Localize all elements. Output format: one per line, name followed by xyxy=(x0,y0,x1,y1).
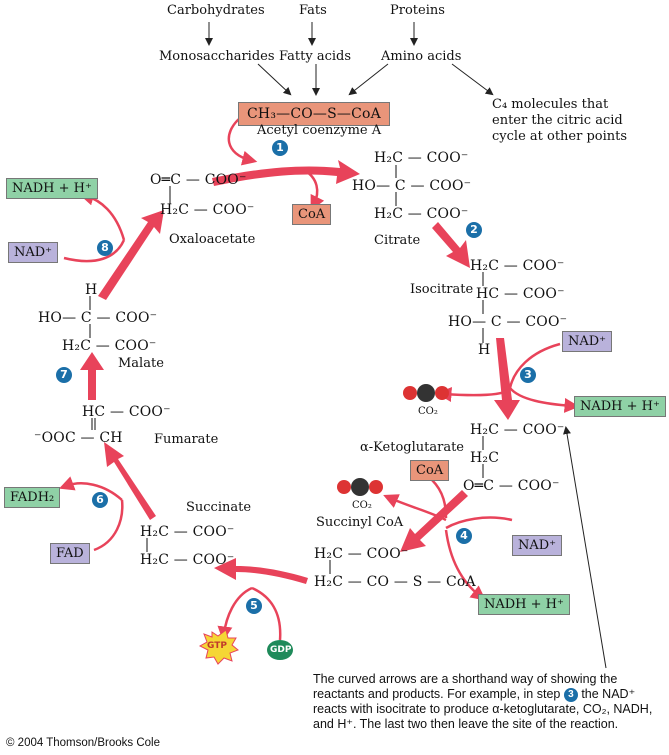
fumarate-name: Fumarate xyxy=(154,432,219,447)
step-3-badge: 3 xyxy=(520,367,536,383)
isocitrate-name: Isocitrate xyxy=(410,282,474,297)
step-5-badge: 5 xyxy=(246,598,262,614)
succinate-line: H₂C — COO⁻ xyxy=(140,552,235,568)
c4-note-line: cycle at other points xyxy=(492,129,628,144)
nadh-box-step3: NADH + H⁺ xyxy=(574,396,666,417)
co2-label-step3: CO₂ xyxy=(418,406,438,417)
nadh-box-step8: NADH + H⁺ xyxy=(6,178,98,199)
gdp-shape-icon xyxy=(267,640,293,660)
footnote-text: the NAD⁺ reacts with isocitrate to produ… xyxy=(313,687,653,731)
alpha-ketoglutarate-line: O═C — COO⁻ xyxy=(463,478,560,494)
carbohydrates-label: Carbohydrates xyxy=(167,3,265,18)
footnote-text: The curved arrows are a shorthand way of… xyxy=(313,672,618,701)
alpha-ketoglutarate-line: H₂C — COO⁻ xyxy=(470,422,565,438)
amino-acids-label: Amino acids xyxy=(381,49,462,64)
gtp-label: GTP xyxy=(207,641,227,651)
c4-note: C₄ molecules that enter the citric acid … xyxy=(492,97,627,145)
isocitrate-line: HC — COO⁻ xyxy=(476,286,565,302)
nad-box-step8: NAD⁺ xyxy=(8,242,59,263)
proteins-label: Proteins xyxy=(390,3,445,18)
oxaloacetate-name: Oxaloacetate xyxy=(169,232,256,247)
alpha-ketoglutarate-line: H₂C xyxy=(470,450,500,466)
acetyl-coa-name: Acetyl coenzyme A xyxy=(257,123,382,138)
monosaccharides-label: Monosaccharides xyxy=(159,49,275,64)
citrate-line: HO— C — COO⁻ xyxy=(352,178,472,194)
cycle-arrows xyxy=(80,160,520,584)
step-6-badge: 6 xyxy=(92,492,108,508)
succinate-line: H₂C — COO⁻ xyxy=(140,524,235,540)
nadh-box-step4: NADH + H⁺ xyxy=(478,594,570,615)
gdp-label: GDP xyxy=(270,645,292,655)
coa-box-product: CoA xyxy=(292,204,332,225)
citrate-name: Citrate xyxy=(374,233,421,248)
co2-label-step4: CO₂ xyxy=(352,500,372,511)
succinyl-coa-line: H₂C — COO⁻ xyxy=(314,546,409,562)
succinyl-coa-line: H₂C — CO — S — CoA xyxy=(314,574,476,590)
step-8-badge: 8 xyxy=(97,240,113,256)
malate-line: H₂C — COO⁻ xyxy=(62,338,157,354)
c4-note-line: C₄ molecules that xyxy=(492,97,609,112)
footnote-step-badge: 3 xyxy=(563,687,578,702)
citrate-line: H₂C — COO⁻ xyxy=(374,150,469,166)
step-4-badge: 4 xyxy=(456,528,472,544)
succinyl-coa-name: Succinyl CoA xyxy=(316,515,404,530)
nad-box-step3: NAD⁺ xyxy=(562,331,613,352)
gtp-burst-icon xyxy=(198,629,239,665)
alpha-ketoglutarate-name: α-Ketoglutarate xyxy=(360,440,464,455)
citrate-line: H₂C — COO⁻ xyxy=(374,206,469,222)
co2-molecule-1 xyxy=(403,384,449,402)
fats-label: Fats xyxy=(299,3,327,18)
malate-line: H xyxy=(85,282,98,298)
step-2-badge: 2 xyxy=(466,222,482,238)
fadh2-box: FADH₂ xyxy=(4,487,61,508)
step-7-badge: 7 xyxy=(56,367,72,383)
succinate-name: Succinate xyxy=(186,500,252,515)
copyright: © 2004 Thomson/Brooks Cole xyxy=(6,737,161,749)
malate-line: HO— C — COO⁻ xyxy=(38,310,158,326)
malate-name: Malate xyxy=(118,356,164,371)
acetyl-coa-formula: CH₃—CO—S—CoA xyxy=(238,102,390,126)
fumarate-line: HC — COO⁻ xyxy=(82,404,171,420)
fad-box: FAD xyxy=(50,543,90,564)
feeder-arrows xyxy=(205,22,607,669)
isocitrate-line: HO— C — COO⁻ xyxy=(448,314,568,330)
coa-box-step4: CoA xyxy=(410,460,450,481)
oxaloacetate-line: H₂C — COO⁻ xyxy=(160,202,255,218)
step-1-badge: 1 xyxy=(272,140,288,156)
oxaloacetate-line: O═C — COO⁻ xyxy=(150,172,247,188)
footnote: The curved arrows are a shorthand way of… xyxy=(313,672,663,732)
structure-bonds xyxy=(89,165,484,574)
isocitrate-line: H₂C — COO⁻ xyxy=(470,258,565,274)
isocitrate-line: H xyxy=(478,342,491,358)
c4-note-line: enter the citric acid xyxy=(492,113,623,128)
fatty-acids-label: Fatty acids xyxy=(279,49,351,64)
nad-box-step4: NAD⁺ xyxy=(512,535,563,556)
fumarate-line: ⁻OOC — CH xyxy=(34,430,123,446)
co2-molecule-2 xyxy=(337,478,383,496)
